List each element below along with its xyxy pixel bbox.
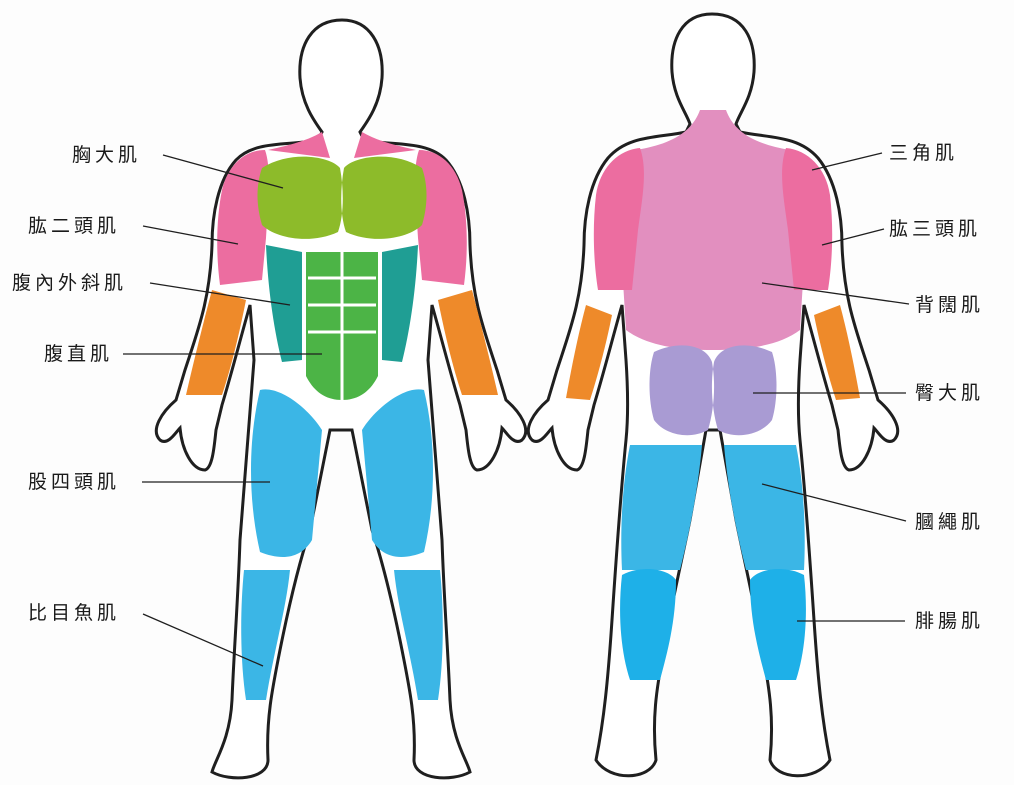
label-biceps: 肱二頭肌	[28, 215, 120, 237]
label-obliques: 腹內外斜肌	[12, 272, 127, 294]
label-glutes: 臀大肌	[915, 382, 984, 404]
back-hamstrings	[621, 445, 804, 570]
label-abs: 腹直肌	[44, 343, 113, 365]
label-lats: 背闊肌	[915, 294, 984, 316]
front-figure	[156, 20, 525, 778]
label-calves: 腓腸肌	[915, 610, 984, 632]
label-triceps: 肱三頭肌	[889, 218, 981, 240]
label-hamstrings: 膕繩肌	[915, 511, 984, 533]
label-deltoid: 三角肌	[889, 142, 958, 164]
label-soleus: 比目魚肌	[28, 602, 120, 624]
label-chest: 胸大肌	[72, 144, 141, 166]
back-calves	[620, 569, 806, 680]
back-figure	[528, 14, 897, 776]
label-quads: 股四頭肌	[28, 471, 120, 493]
